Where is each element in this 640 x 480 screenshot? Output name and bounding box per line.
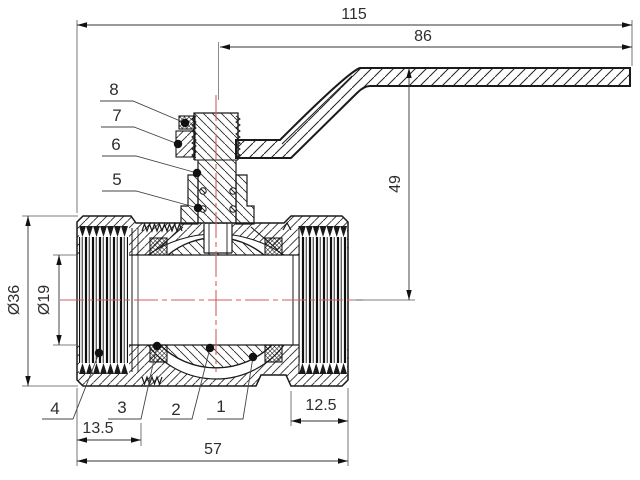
callout-dots [94, 118, 258, 362]
body-outline [76, 215, 349, 387]
boss-slope-right [250, 226, 279, 251]
stem-slot [204, 224, 232, 253]
dimension-label-left-thread-depth: 13.5 [82, 420, 113, 437]
callout-number-5: 5 [112, 170, 121, 189]
dimension-label-right-thread-depth: 12.5 [305, 397, 336, 414]
handle [235, 67, 631, 159]
dimension-label-body-length: 57 [204, 441, 222, 458]
extension-lines [22, 20, 633, 466]
dimension-label-handle-length: 86 [414, 28, 432, 45]
callout-leaders [42, 100, 254, 420]
dimension-lines [27, 24, 632, 462]
dimension-label-bore-diameter: Ø19 [36, 285, 53, 315]
dimension-label-handle-height: 49 [387, 175, 404, 193]
dimension-arrows [25, 22, 632, 464]
callout-number-4: 4 [50, 399, 59, 418]
centerlines [60, 42, 363, 372]
dimension-label-overall-length: 115 [341, 6, 367, 23]
callout-number-8: 8 [109, 80, 118, 99]
callout-number-2: 2 [171, 400, 180, 419]
callout-number-6: 6 [111, 135, 120, 154]
dimension-label-outer-diameter: Ø36 [6, 285, 23, 315]
callout-number-1: 1 [216, 397, 225, 416]
callout-number-3: 3 [117, 398, 126, 417]
callout-number-7: 7 [112, 106, 121, 125]
cap-joint-threads [141, 221, 292, 386]
boss-slope-left [155, 226, 184, 251]
